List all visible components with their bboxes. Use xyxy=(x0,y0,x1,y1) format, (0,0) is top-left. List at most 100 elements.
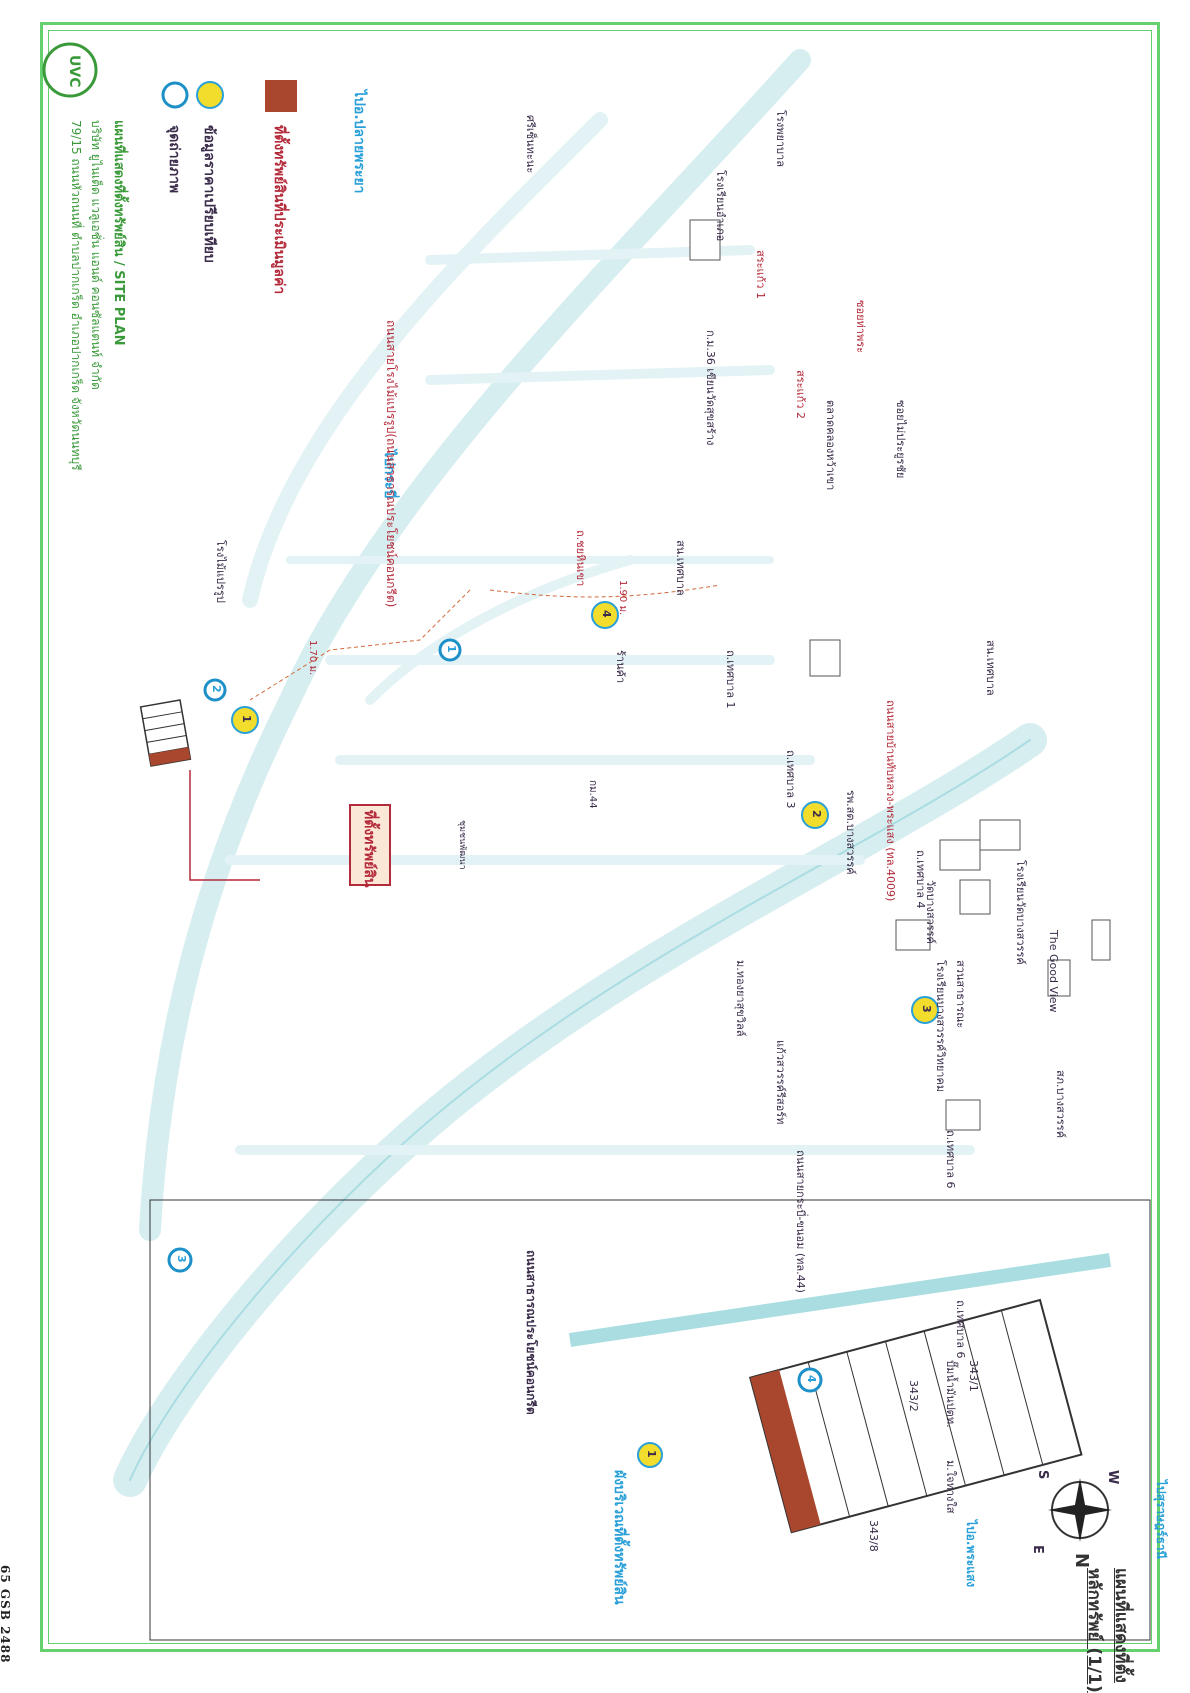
photo-2-icon xyxy=(203,678,227,702)
label-school3: โรงเรียนบางสวรรค์วิทยาคม xyxy=(934,960,947,1093)
inset-marker-1-icon xyxy=(637,1442,663,1468)
comparable-points xyxy=(196,81,939,1024)
label-mooban: ม.ใจทางใส xyxy=(944,1460,957,1514)
label-sor-thetsaban-right: สน.เทศบาล xyxy=(984,640,997,696)
inset-photo-4-icon xyxy=(797,1367,823,1393)
compass-e: E xyxy=(1030,1545,1045,1554)
compass-rose xyxy=(1048,1478,1112,1542)
inset-road xyxy=(568,1253,1112,1347)
photo-1-icon xyxy=(438,638,462,662)
label-rubber-mill: โรงไม้แปรรูป xyxy=(214,540,227,603)
inset-road-label: ถนนสาธารณประโยชน์คอนกรีต xyxy=(524,1250,538,1415)
compass-s: S xyxy=(1035,1470,1050,1480)
site-lots xyxy=(139,699,192,767)
inset-lot2: 343/2 xyxy=(907,1380,920,1412)
label-tham3: ถ.เทศบาล 3 xyxy=(784,750,797,809)
label-tham6: ถ.เทศบาล 6 xyxy=(944,1130,957,1189)
label-srisomhan: ศรีเซ็นทะนะ xyxy=(524,115,537,174)
direction-plai-phraya: ไปอ.ปลายพระยา xyxy=(351,90,367,194)
label-tham1: ถ.เทศบาล 1 xyxy=(724,650,737,709)
inset-photo-3-icon xyxy=(167,1247,193,1273)
label-main-road-vertical: ถนนสายบ้านทับหลวง-พระแสง (ทล.4009) xyxy=(884,700,897,902)
marker-p3: 3 xyxy=(175,1255,188,1263)
uvc-logo xyxy=(42,42,98,98)
label-school-vat: โรงเรียนวัดบางสวรรค์ xyxy=(1014,860,1027,965)
label-shop: ร้านค้า xyxy=(614,650,627,684)
label-village: ม.ทองยาสุขวิลล์ xyxy=(734,960,747,1037)
road-network xyxy=(113,49,1047,1497)
logo-text: UVC xyxy=(66,55,82,88)
site-leader-line xyxy=(189,770,260,881)
address-line: 79/15 ถนนหัวถนนที่ ตำบลปากเกร็ด อำเภอปาก… xyxy=(69,120,83,471)
marker-p4: 4 xyxy=(805,1375,818,1383)
comparable-2-icon xyxy=(801,801,829,829)
road-sakaeo2 xyxy=(425,365,775,385)
label-dist-170: 1.70 ม. xyxy=(307,640,318,676)
label-soi-tha: ซอยท่าพระ xyxy=(854,300,867,354)
company-line: บริษัท ยูไนเต็ด แวลูเอชั่น แอนด์ คอนซัลแ… xyxy=(89,120,103,390)
label-khao-market: ตลาดคลองหว้าเขา xyxy=(824,400,837,491)
marker-c1: 1 xyxy=(240,715,253,723)
inset-lot1: 343/1 xyxy=(967,1360,980,1392)
label-tham6b: ถ.เทศบาล 6 xyxy=(954,1300,967,1359)
road-to-plai-phraya xyxy=(242,112,608,608)
highway-44-edge xyxy=(129,739,1031,1481)
inset-title: ผังบริเวณที่ตั้งทรัพย์สิน xyxy=(611,1470,627,1605)
label-khao-mapae: ถ.ชยหินเขา xyxy=(574,530,587,587)
legend-comparable-label: ข้อมูลราคาเปรียบเทียบ xyxy=(201,125,217,263)
label-hospital-school: โรงเรียนอำเภอ xyxy=(714,170,727,242)
legend-hatched-square-icon xyxy=(265,80,297,112)
label-km44: กม.44 xyxy=(587,780,598,809)
buildings xyxy=(689,219,1111,1131)
comparable-3-icon xyxy=(911,996,939,1024)
label-gaew: แก้วสวรรค์รีสอร์ท xyxy=(774,1040,787,1125)
label-sakaeo1: สระแก้ว 1 xyxy=(754,250,767,299)
line-170 xyxy=(249,589,471,701)
label-vat-school2: สวนสาธารณะ xyxy=(954,960,967,1029)
line-190 xyxy=(489,584,721,598)
comparable-1-icon xyxy=(231,706,259,734)
label-gas: ปั๊มน้ำมันปตท. xyxy=(944,1360,957,1428)
north-label: N xyxy=(1071,1553,1092,1569)
label-soi-phraya: ซอยไม่ประยูรชัย xyxy=(894,400,907,479)
inset-marker-1: 1 xyxy=(645,1450,658,1458)
legend-circle-icon xyxy=(196,81,224,109)
label-police: สภ.บางสวรรค์ xyxy=(1054,1070,1067,1139)
site-plan-title: แผนที่แสดงที่ตั้งทรัพย์สิน / SITE PLAN xyxy=(111,120,126,346)
road-local xyxy=(365,555,635,705)
inset-lot3: 343/8 xyxy=(867,1520,880,1552)
distance-lines xyxy=(249,584,721,701)
site-marker-box xyxy=(349,804,391,886)
comparable-4-icon xyxy=(591,601,619,629)
inset-lots xyxy=(748,1298,1083,1534)
marker-p2: 2 xyxy=(210,685,223,693)
legend-site-label: ที่ตั้งทรัพย์สินที่ประเมินมูลค่า xyxy=(271,125,287,295)
label-dist-190: 1.90 ม. xyxy=(617,580,628,616)
label-ptt-logo: ชุมชนพัฒนา xyxy=(457,820,467,870)
compass-w: W xyxy=(1105,1470,1120,1485)
inset-frame xyxy=(149,1199,1151,1641)
marker-c4: 4 xyxy=(600,610,613,618)
document-id: 65 GSB 2488 xyxy=(0,1565,12,1664)
label-hospital-top: โรงพยาบาล xyxy=(774,110,787,167)
map-title: แผนที่แสดงที่ตั้งหลักทรัพย์ (1/1) xyxy=(1084,1568,1131,1693)
label-temple: วัดบางสวรรค์ xyxy=(924,880,937,944)
legend-photo-label: จุดถ่ายภาพ xyxy=(166,125,182,194)
marker-p1: 1 xyxy=(445,645,458,653)
label-good-view: The Good View xyxy=(1047,930,1060,1013)
label-main-road-diag: ถนนสายกระบี่-ขนอม (ทล.44) xyxy=(794,1150,807,1293)
legend-photo-icon xyxy=(161,81,189,109)
direction-phang-nga: ไปอ.พระแสง xyxy=(964,1520,978,1588)
label-clinic: รพ.สต.บางสวรรค์ xyxy=(844,790,857,875)
label-krom36: ก.ม.36 เขียนวัดสุขสร้าง xyxy=(704,330,717,446)
label-sakaeo2: สระแก้ว 2 xyxy=(794,370,807,419)
label-site-marker: ที่ตั้งทรัพย์สิน xyxy=(361,810,377,888)
road-4009 xyxy=(139,49,811,1241)
marker-c3: 3 xyxy=(920,1005,933,1013)
label-local-road: ถนนสายโรงไม้แปรรูป(ถนนสาธารณประโยชน์คอนก… xyxy=(384,320,398,608)
marker-c2: 2 xyxy=(810,810,823,818)
direction-surat: ไปสุราษฎร์ธานี xyxy=(1154,1480,1168,1559)
